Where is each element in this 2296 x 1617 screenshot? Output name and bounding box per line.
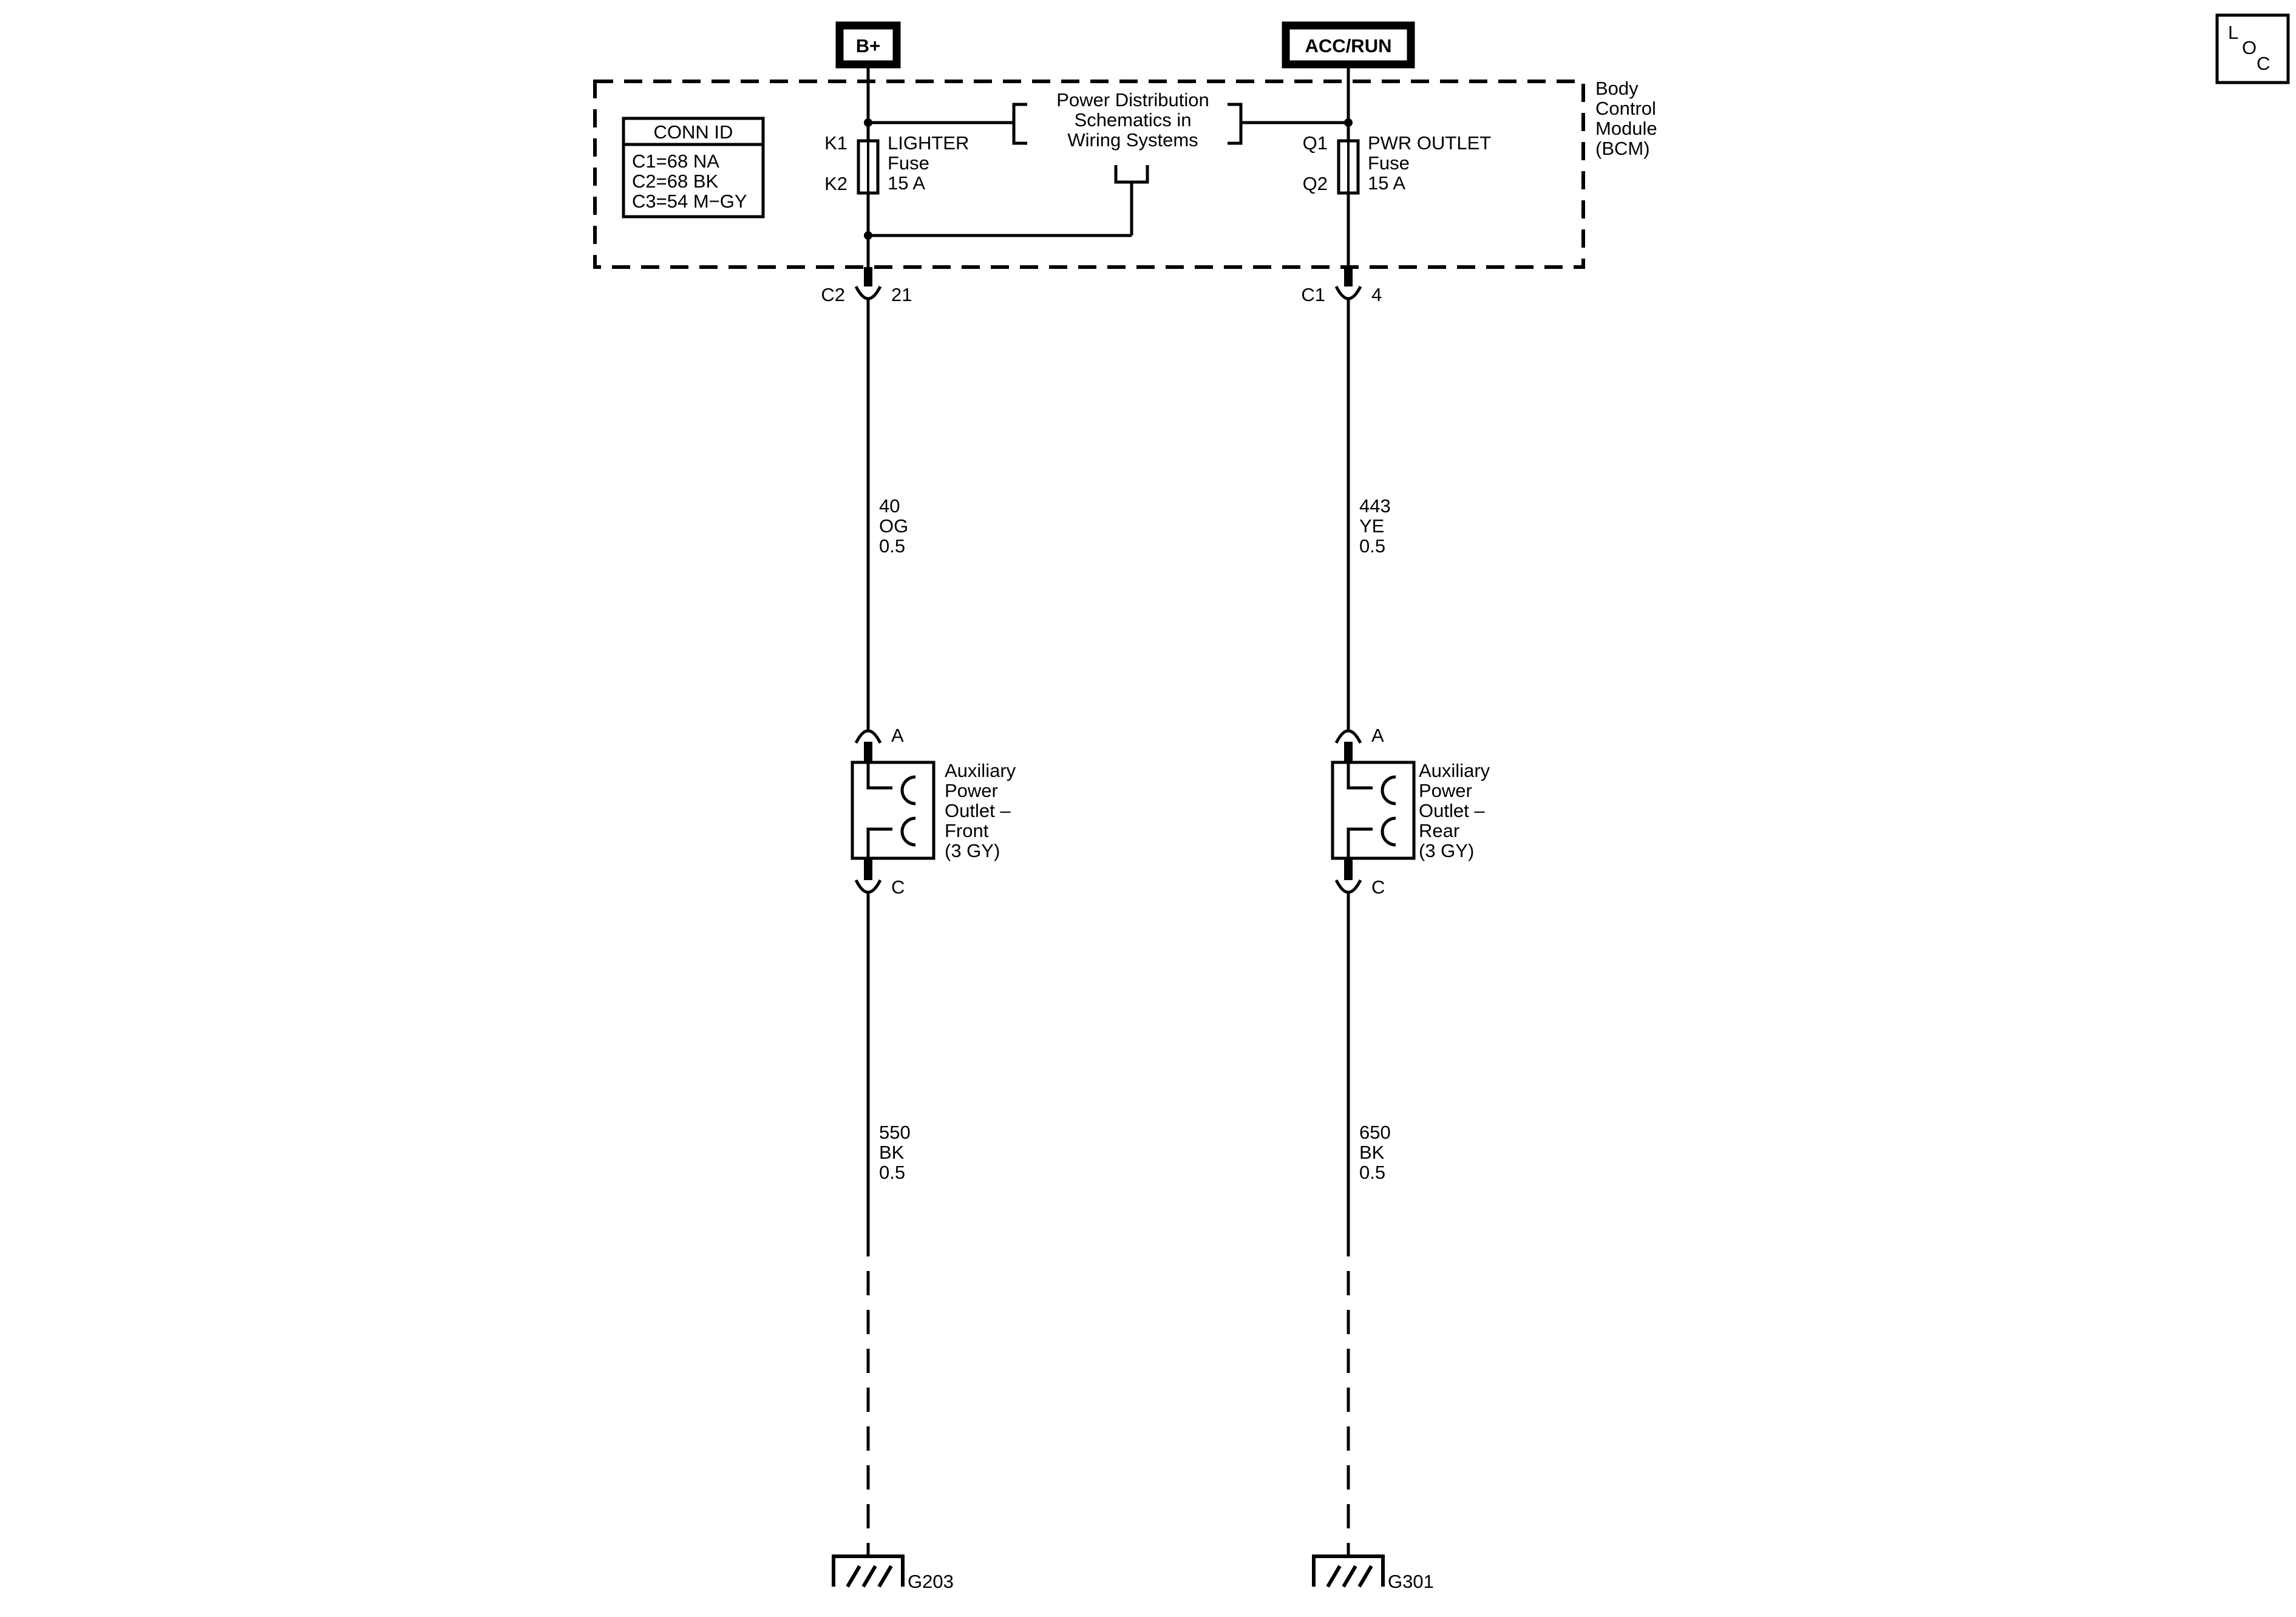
splice-dots — [864, 118, 1353, 240]
wire-label-left-feed: 40 OG 0.5 — [879, 495, 908, 557]
bcm-connector-c1: C1 4 — [1301, 267, 1382, 305]
fuse-label-line: LIGHTER — [888, 132, 969, 154]
device-label-line: Auxiliary — [945, 760, 1016, 781]
wire-circuit-number: 40 — [879, 495, 900, 517]
wire-label-right-feed: 443 YE 0.5 — [1359, 495, 1391, 557]
fuse-label-line: Fuse — [888, 152, 929, 174]
power-distribution-reference: Power Distribution Schematics in Wiring … — [1012, 89, 1243, 184]
fuse-label-line: PWR OUTLET — [1368, 132, 1491, 154]
ground-g301-icon — [1312, 1554, 1385, 1588]
bcm-label-line: Module — [1595, 118, 1657, 139]
power-outlet-fuse: Q1 Q2 PWR OUTLET Fuse 15 A — [1303, 132, 1491, 195]
wire-gauge: 0.5 — [1359, 535, 1385, 557]
bcm-label-line: (BCM) — [1595, 138, 1650, 159]
rear-power-outlet: A C Auxiliary Power Outlet – Rear (3 GY) — [1331, 725, 1490, 898]
connector-id: C2 — [821, 284, 845, 305]
lighter-fuse: K1 K2 LIGHTER Fuse 15 A — [824, 132, 969, 195]
device-label-line: (3 GY) — [945, 840, 1000, 861]
connector-id: C1 — [1301, 284, 1325, 305]
conn-id-table: CONN ID C1=68 NA C2=68 BK C3=54 M−GY — [622, 117, 765, 219]
fuse-label-line: 15 A — [1368, 172, 1405, 194]
device-pin-c: C — [891, 876, 905, 898]
fuse-label-line: Fuse — [1368, 152, 1410, 174]
device-label-line: Power — [945, 780, 998, 801]
wire-color: OG — [879, 515, 908, 537]
device-label-line: (3 GY) — [1419, 840, 1474, 861]
conn-id-row: C1=68 NA — [632, 151, 719, 172]
wire-circuit-number: 550 — [879, 1122, 911, 1143]
device-pin-c: C — [1371, 876, 1385, 898]
conn-id-row: C3=54 M−GY — [632, 191, 747, 212]
ground-label: G203 — [908, 1571, 954, 1592]
fuse-pin-q2: Q2 — [1303, 173, 1328, 194]
loc-symbol: L O C — [2215, 13, 2290, 84]
front-power-outlet: A C Auxiliary Power Outlet – Front (3 GY… — [851, 725, 1016, 898]
conn-id-row: C2=68 BK — [632, 171, 719, 192]
ground-label: G301 — [1388, 1571, 1434, 1592]
connector-pin: 4 — [1371, 284, 1382, 305]
loc-letter-l: L — [2228, 22, 2238, 43]
wire-gauge: 0.5 — [1359, 1162, 1385, 1183]
fuse-label-line: 15 A — [888, 172, 925, 194]
battery-label: B+ — [856, 35, 881, 56]
loc-letter-o: O — [2242, 37, 2257, 58]
device-label-line: Rear — [1419, 820, 1459, 841]
bcm-label: Body Control Module (BCM) — [1595, 78, 1657, 159]
device-label-line: Front — [945, 820, 989, 841]
accessory-source: ACC/RUN — [1282, 21, 1415, 69]
wire-gauge: 0.5 — [879, 1162, 905, 1183]
device-label-line: Auxiliary — [1419, 760, 1490, 781]
bcm-connector-c2: C2 21 — [821, 267, 912, 305]
wire-circuit-number: 443 — [1359, 495, 1391, 517]
wire-circuit-number: 650 — [1359, 1122, 1391, 1143]
wire-label-right-ground: 650 BK 0.5 — [1359, 1122, 1391, 1183]
wire-color: YE — [1359, 515, 1384, 537]
battery-source: B+ — [835, 21, 901, 69]
wire-label-left-ground: 550 BK 0.5 — [879, 1122, 911, 1183]
device-label-line: Outlet – — [945, 800, 1011, 821]
ground-g203-icon — [832, 1554, 905, 1588]
device-pin-a: A — [891, 725, 904, 746]
reference-line: Wiring Systems — [1067, 129, 1198, 151]
wire-color: BK — [1359, 1142, 1385, 1163]
reference-line: Power Distribution — [1056, 89, 1209, 110]
accessory-label: ACC/RUN — [1305, 35, 1392, 56]
device-label-line: Outlet – — [1419, 800, 1485, 821]
device-pin-a: A — [1371, 725, 1384, 746]
fuse-pin-q1: Q1 — [1303, 132, 1328, 154]
conn-id-title: CONN ID — [654, 121, 733, 143]
wire-color: BK — [879, 1142, 905, 1163]
loc-letter-c: C — [2257, 53, 2270, 74]
device-label-line: Power — [1419, 780, 1472, 801]
bcm-boundary — [593, 80, 1585, 269]
fuse-pin-k2: K2 — [824, 173, 847, 194]
bcm-label-line: Body — [1595, 78, 1639, 99]
wire-gauge: 0.5 — [879, 535, 905, 557]
connector-pin: 21 — [891, 284, 912, 305]
reference-line: Schematics in — [1075, 109, 1192, 131]
bcm-label-line: Control — [1595, 98, 1656, 119]
fuse-pin-k1: K1 — [824, 132, 847, 154]
